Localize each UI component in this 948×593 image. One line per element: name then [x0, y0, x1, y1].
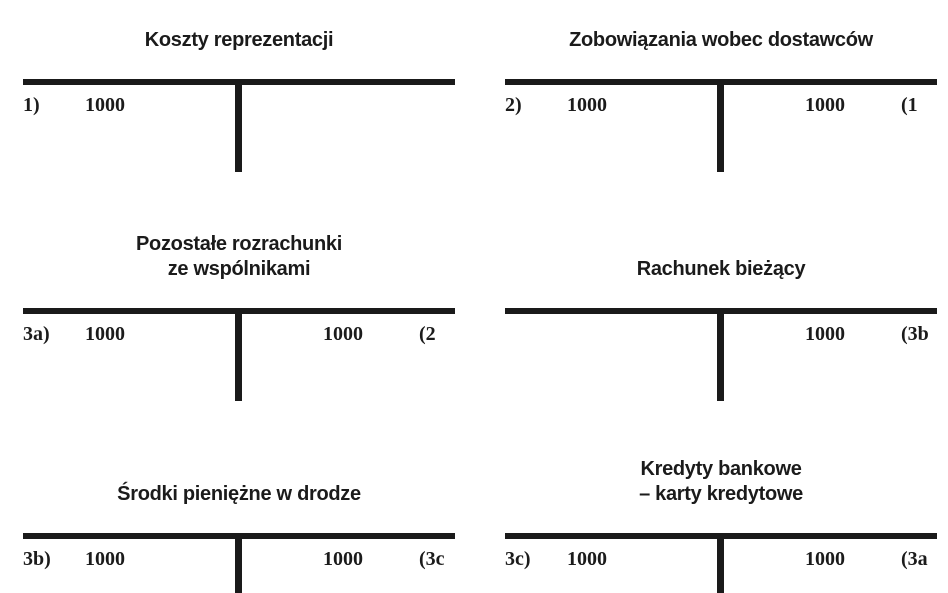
debit-ref: 1) — [23, 94, 40, 116]
debit-amount: 1000 — [85, 548, 125, 570]
t-account-title: Rachunek bieżący — [636, 258, 806, 280]
debit-amount: 1000 — [85, 323, 125, 345]
t-account-title: Środki pieniężne w drodze — [117, 483, 361, 505]
credit-ref: (1 — [901, 94, 918, 116]
t-account-stem — [717, 314, 724, 401]
t-account-stem — [235, 539, 242, 593]
credit-ref: (3b — [901, 323, 929, 345]
debit-amount: 1000 — [85, 94, 125, 116]
t-account-stem — [235, 85, 242, 172]
t-account-bar — [23, 79, 455, 85]
credit-amount: 1000 — [805, 94, 845, 116]
t-account-title: Kredyty bankowe – karty kredytowe — [639, 458, 803, 505]
debit-ref: 3c) — [505, 548, 531, 570]
debit-amount: 1000 — [567, 94, 607, 116]
t-account-stem — [235, 314, 242, 401]
debit-amount: 1000 — [567, 548, 607, 570]
t-account-stem — [717, 539, 724, 593]
t-account-bar — [505, 79, 937, 85]
credit-amount: 1000 — [323, 548, 363, 570]
t-account-title: Zobowiązania wobec dostawców — [569, 29, 873, 51]
t-account-title: Koszty reprezentacji — [144, 29, 334, 51]
t-account-stem — [717, 85, 724, 172]
t-account-bar — [23, 308, 455, 314]
t-account-title: Pozostałe rozrachunki ze wspólnikami — [136, 233, 342, 280]
t-account-bar — [23, 533, 455, 539]
credit-ref: (3a — [901, 548, 928, 570]
t-account-bar — [505, 533, 937, 539]
t-account-bar — [505, 308, 937, 314]
debit-ref: 3b) — [23, 548, 51, 570]
debit-ref: 3a) — [23, 323, 50, 345]
debit-ref: 2) — [505, 94, 522, 116]
credit-amount: 1000 — [805, 323, 845, 345]
credit-amount: 1000 — [805, 548, 845, 570]
credit-ref: (3c — [419, 548, 445, 570]
credit-amount: 1000 — [323, 323, 363, 345]
credit-ref: (2 — [419, 323, 436, 345]
